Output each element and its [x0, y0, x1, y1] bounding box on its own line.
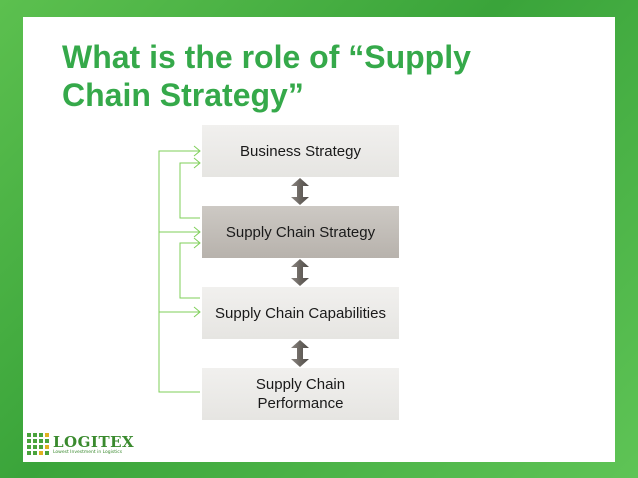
double-arrow-icon: [291, 178, 309, 205]
box-label: Business Strategy: [240, 142, 361, 160]
box-label: Supply Chain Strategy: [225, 223, 376, 241]
arrowhead-icon: [193, 237, 201, 249]
logo-mark-icon: [27, 433, 49, 455]
business-strategy-box: Business Strategy: [202, 125, 399, 177]
double-arrow-icon: [291, 340, 309, 367]
arrowhead-icon: [193, 145, 201, 157]
supply-chain-capabilities-box: Supply Chain Capabilities: [202, 287, 399, 339]
logo-tagline: Lowest Investment in Logistics: [53, 449, 123, 455]
title-line-1: What is the role of “Supply: [62, 39, 471, 75]
box-label-line-1: Supply Chain: [255, 376, 346, 393]
logo-name: LOGITEX: [53, 432, 135, 451]
feedback-line-inner-2: [179, 242, 200, 299]
slide-title: What is the role of “Supply Chain Strate…: [62, 38, 562, 114]
double-arrow-icon: [291, 259, 309, 286]
arrowhead-icon: [193, 306, 201, 318]
supply-chain-performance-box: Supply Chain Performance: [202, 368, 399, 420]
box-label-line-2: Performance: [257, 395, 344, 412]
title-line-2: Chain Strategy”: [62, 77, 304, 113]
feedback-line-inner-1: [179, 162, 200, 219]
supply-chain-strategy-box: Supply Chain Strategy: [202, 206, 399, 258]
box-label: Supply Chain Capabilities: [215, 304, 386, 322]
feedback-line-outer: [158, 150, 200, 393]
arrowhead-icon: [193, 157, 201, 169]
logitex-logo: LOGITEX Lowest Investment in Logistics: [27, 432, 134, 458]
feedback-arrows: [158, 145, 201, 393]
arrowhead-icon: [193, 226, 201, 238]
